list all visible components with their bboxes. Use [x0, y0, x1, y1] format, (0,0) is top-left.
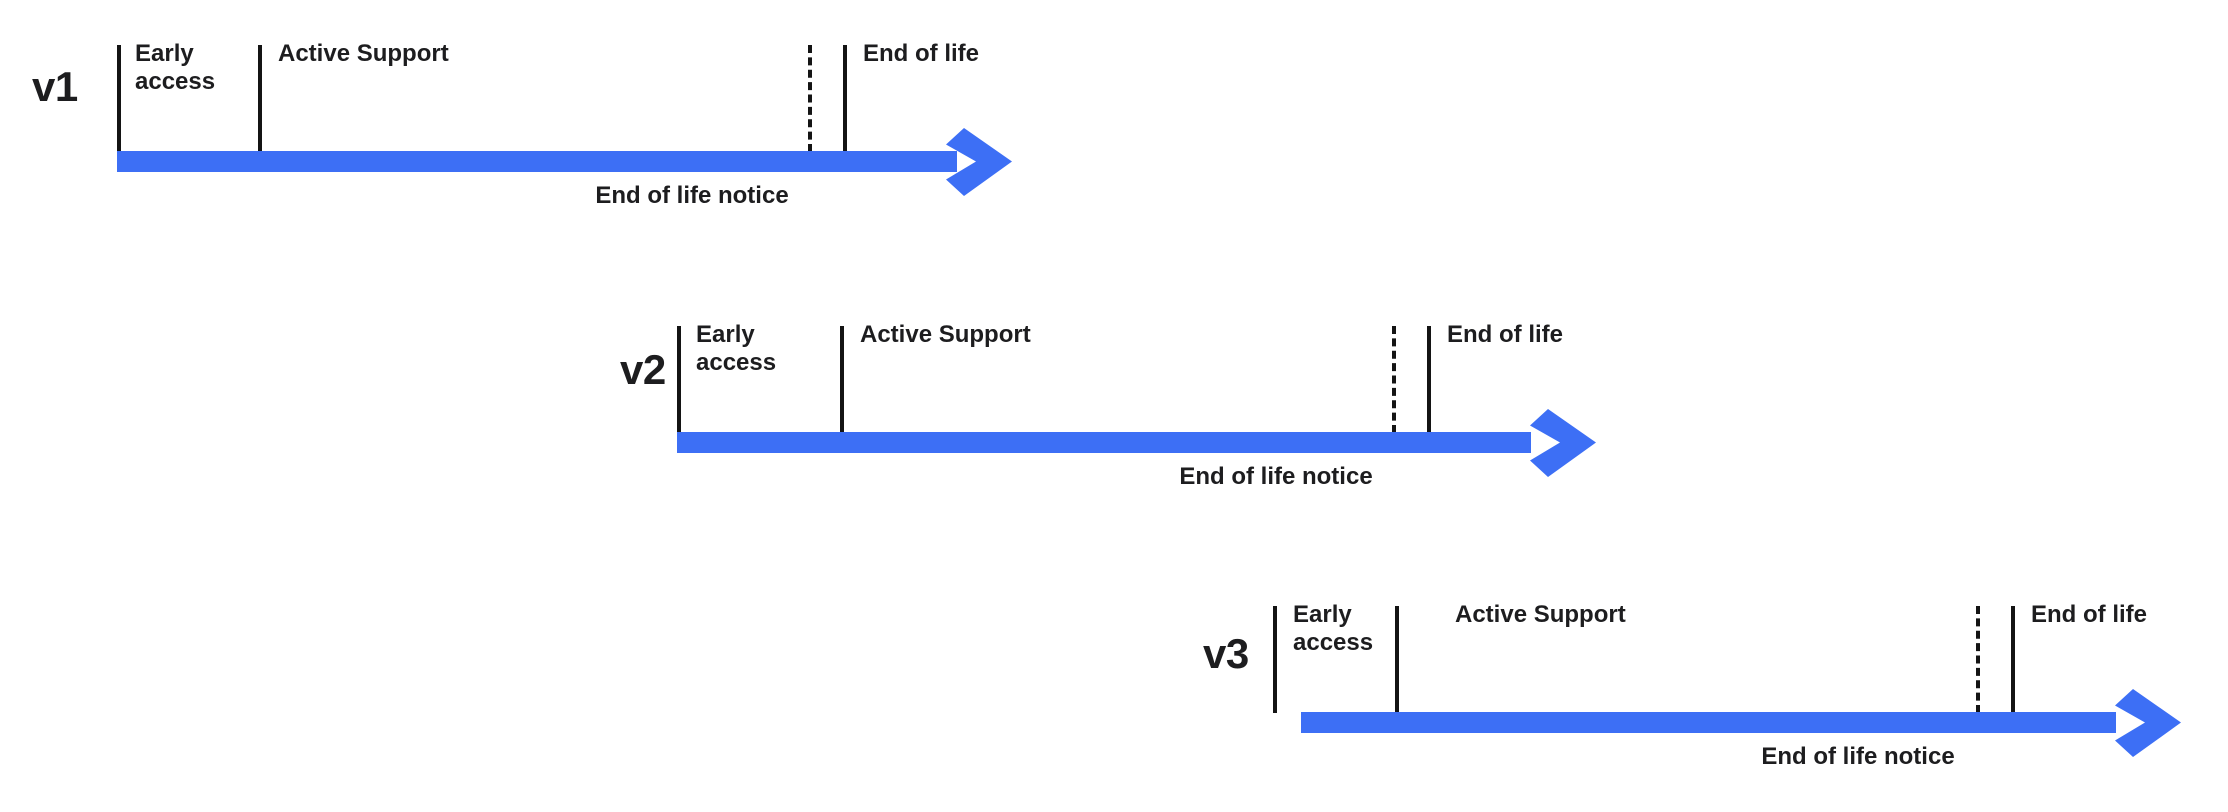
timeline-track-v3: [1301, 712, 2116, 733]
version-label-v1: v1: [32, 63, 78, 110]
phase-label-early-access-v3: Early access: [1293, 601, 1374, 657]
phase-label-early-access-v1: Early access: [135, 40, 216, 96]
phase-label-end-of-life-v1: End of life: [863, 40, 979, 67]
arrow-right-icon: [2115, 689, 2181, 757]
end-of-life-notice-label-v1: End of life notice: [595, 182, 789, 209]
phase-divider-early-access-start-v1: [117, 45, 121, 152]
version-label-v3: v3: [1203, 630, 1249, 677]
arrow-right-icon: [946, 128, 1012, 196]
phase-label-early-access-v2: Early access: [696, 321, 777, 377]
phase-label-active-support-v2: Active Support: [860, 321, 1031, 348]
timeline-track-v2: [677, 432, 1531, 453]
phase-divider-end-of-life-start-v2: [1427, 326, 1431, 433]
end-of-life-notice-label-v2: End of life notice: [1179, 463, 1373, 490]
phase-label-active-support-v1: Active Support: [278, 40, 449, 67]
phase-divider-active-support-start-v2: [840, 326, 844, 433]
end-of-life-notice-marker-v1: [808, 45, 812, 152]
phase-divider-end-of-life-start-v1: [843, 45, 847, 152]
phase-divider-early-access-start-v3: [1273, 606, 1277, 713]
phase-label-active-support-v3: Active Support: [1455, 601, 1626, 628]
version-label-v2: v2: [620, 346, 666, 393]
phase-divider-active-support-start-v3: [1395, 606, 1399, 713]
phase-divider-active-support-start-v1: [258, 45, 262, 152]
end-of-life-notice-marker-v2: [1392, 326, 1396, 433]
phase-label-end-of-life-v3: End of life: [2031, 601, 2147, 628]
phase-divider-end-of-life-start-v3: [2011, 606, 2015, 713]
end-of-life-notice-label-v3: End of life notice: [1761, 743, 1955, 770]
end-of-life-notice-marker-v3: [1976, 606, 1980, 713]
timeline-track-v1: [117, 151, 957, 172]
arrow-right-icon: [1530, 409, 1596, 477]
phase-label-end-of-life-v2: End of life: [1447, 321, 1563, 348]
phase-divider-early-access-start-v2: [677, 326, 681, 433]
